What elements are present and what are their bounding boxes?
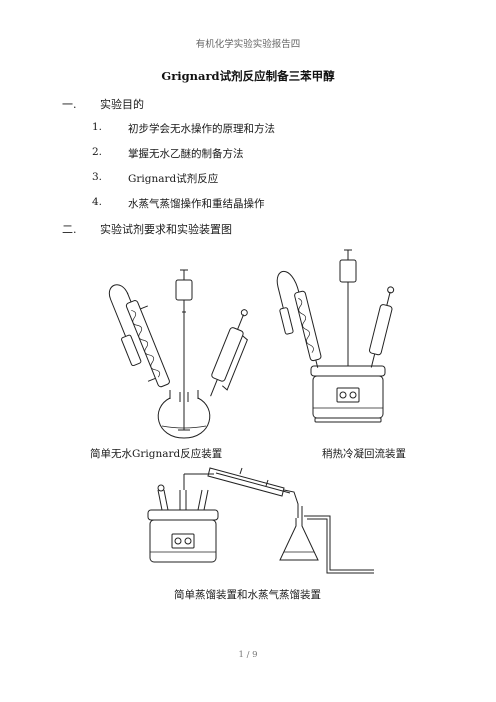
item-number: 1. bbox=[92, 121, 103, 133]
heating-mantle bbox=[312, 375, 384, 419]
figure-2-caption: 稍热冷凝回流装置 bbox=[322, 448, 406, 460]
section-1-label: 实验目的 bbox=[100, 98, 144, 111]
control-knob-icon bbox=[184, 537, 192, 545]
heating-mantle bbox=[149, 519, 217, 563]
objective-item-1: 1. 初步学会无水操作的原理和方法 bbox=[92, 121, 452, 135]
objective-item-3: 3. Grignard试剂反应 bbox=[92, 171, 452, 185]
item-number: 4. bbox=[92, 196, 103, 208]
receiving-flask bbox=[279, 518, 319, 561]
item-text: 初步学会无水操作的原理和方法 bbox=[128, 123, 275, 135]
figure-1-caption: 简单无水Grignard反应装置 bbox=[90, 448, 223, 460]
control-knob-icon bbox=[349, 391, 357, 399]
distillation-apparatus-figure bbox=[147, 467, 374, 574]
reflux-condenser bbox=[108, 284, 170, 388]
section-1-number: 一. bbox=[62, 98, 77, 111]
dropping-funnel bbox=[369, 286, 395, 368]
control-knob-icon bbox=[339, 391, 347, 399]
item-text: 掌握无水乙醚的制备方法 bbox=[128, 148, 244, 160]
objective-item-4: 4. 水蒸气蒸馏操作和重结晶操作 bbox=[92, 196, 452, 210]
objective-item-2: 2. 掌握无水乙醚的制备方法 bbox=[92, 146, 452, 160]
heating-mantle-rim bbox=[310, 365, 386, 377]
page-header: 有机化学实验实验报告四 bbox=[195, 39, 301, 50]
heating-mantle-rim bbox=[147, 509, 219, 521]
drying-tube bbox=[339, 259, 357, 283]
item-text: 水蒸气蒸馏操作和重结晶操作 bbox=[128, 198, 265, 210]
item-number: 2. bbox=[92, 146, 103, 158]
section-2-label: 实验试剂要求和实验装置图 bbox=[100, 223, 232, 236]
drying-tube bbox=[175, 279, 193, 301]
round-bottom-flask bbox=[157, 397, 211, 439]
reflux-condenser bbox=[276, 271, 322, 368]
document-title: Grignard试剂反应制备三苯甲醇 bbox=[161, 69, 335, 83]
section-1-heading: 一. 实验目的 bbox=[62, 96, 462, 111]
control-knob-icon bbox=[174, 537, 182, 545]
section-2-heading: 二. 实验试剂要求和实验装置图 bbox=[62, 221, 462, 236]
figure-3-caption: 简单蒸馏装置和水蒸气蒸馏装置 bbox=[174, 589, 321, 601]
page-number: 1 / 9 bbox=[238, 650, 258, 660]
section-2-number: 二. bbox=[62, 223, 77, 236]
reflux-apparatus-figure bbox=[276, 249, 395, 423]
item-number: 3. bbox=[92, 171, 103, 183]
dropping-funnel bbox=[210, 309, 248, 397]
grignard-apparatus-figure bbox=[108, 269, 248, 439]
liebig-condenser bbox=[207, 467, 291, 497]
item-text: Grignard试剂反应 bbox=[128, 173, 219, 185]
